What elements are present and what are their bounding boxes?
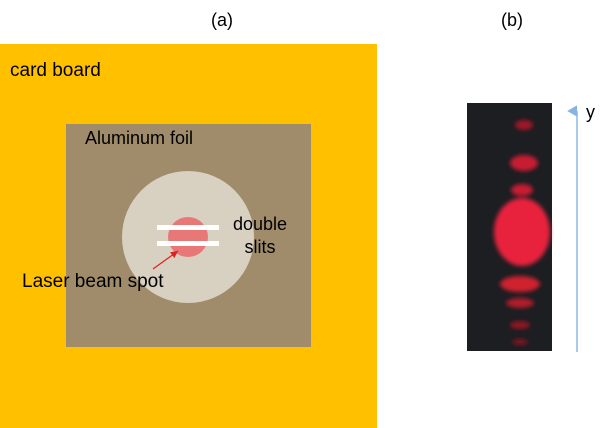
beam-pointer-arrow <box>152 250 179 270</box>
slits-label-line2: slits <box>245 237 276 257</box>
fringe-4 <box>500 276 540 292</box>
foil-label: Aluminum foil <box>85 128 193 148</box>
fringe-central <box>494 198 550 266</box>
panel-b-label: (b) <box>501 10 523 30</box>
fringe-6 <box>510 321 530 329</box>
y-axis-label: y <box>586 102 595 122</box>
beam-spot-label: Laser beam spot <box>22 271 164 292</box>
cardboard-label: card board <box>10 60 101 81</box>
fringe-1 <box>515 120 533 130</box>
fringe-7 <box>512 339 528 345</box>
fringe-2 <box>510 155 538 171</box>
slit-lower <box>157 241 219 246</box>
fringe-3 <box>511 184 533 196</box>
fringe-5 <box>506 298 534 308</box>
slits-label-line1: double <box>233 214 287 234</box>
panel-a-label: (a) <box>211 10 233 30</box>
laser-spot <box>168 217 208 257</box>
slit-upper <box>157 225 219 230</box>
fringe-pattern <box>494 120 550 345</box>
